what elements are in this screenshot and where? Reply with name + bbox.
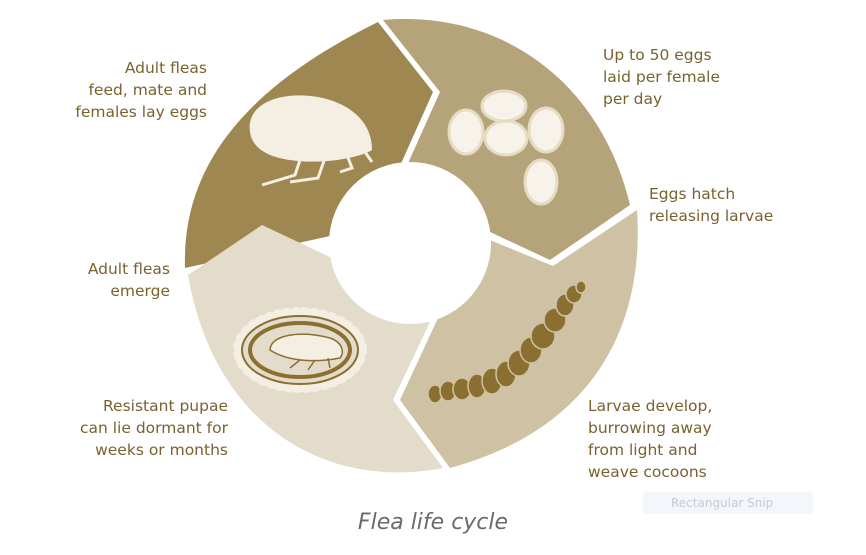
eggs-icon [447,89,565,206]
label-pupae: Resistant pupae can lie dormant for week… [79,397,228,459]
label-larvae: Larvae develop, burrowing away from ligh… [588,397,713,481]
diagram-caption: Flea life cycle [357,510,509,535]
label-eggs: Up to 50 eggs laid per female per day [603,46,720,108]
cocoon-icon [233,307,367,393]
ring-center [329,162,491,324]
label-adults: Adult fleas feed, mate and females lay e… [75,59,207,121]
faded-snip-overlay: Rectangular Snip [643,492,813,514]
label-emerge: Adult fleas emerge [87,260,170,300]
label-hatch: Eggs hatch releasing larvae [649,185,774,225]
larva-icon [427,280,587,404]
segment-larvae [400,210,638,468]
adult-flea-icon [249,95,374,187]
